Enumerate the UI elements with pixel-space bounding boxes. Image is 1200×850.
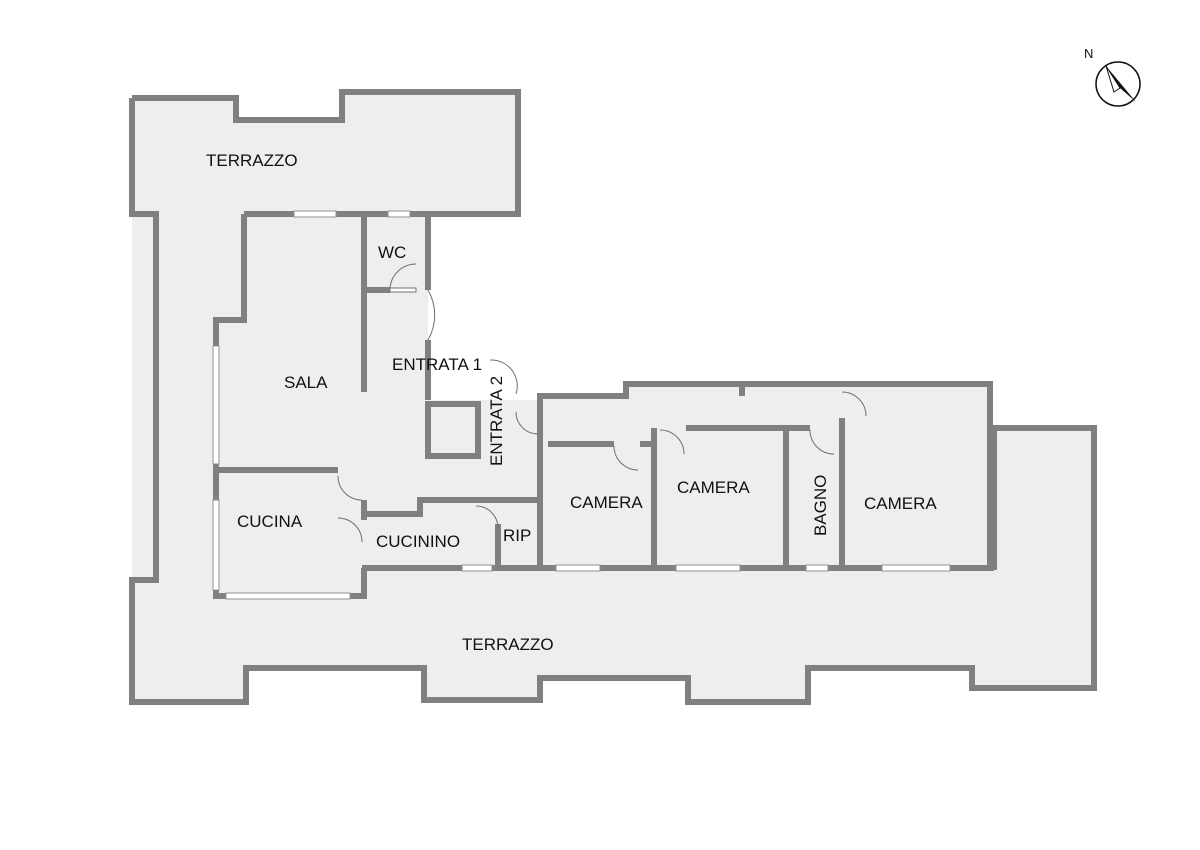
door-wc <box>389 287 417 293</box>
door-entrata-2-swing <box>489 359 518 395</box>
door-camera-3-swing <box>841 391 867 417</box>
wall-cucinino-top <box>364 497 540 517</box>
door-corridor-swing <box>515 411 539 435</box>
room-labels: TERRAZZO WC SALA ENTRATA 1 ENTRATA 2 CUC… <box>206 151 937 654</box>
door-rip-swing <box>475 505 499 529</box>
doors <box>337 263 867 543</box>
door-cucina-swing <box>337 475 363 501</box>
window-sala-top <box>293 210 337 218</box>
window-sala-west <box>212 345 220 465</box>
windows <box>212 210 951 600</box>
label-terrazzo-bottom: TERRAZZO <box>462 635 554 654</box>
label-cucinino: CUCININO <box>376 532 460 551</box>
label-camera-1: CAMERA <box>570 493 643 512</box>
label-entrata-1: ENTRATA 1 <box>392 355 482 374</box>
window-cucina-south <box>225 592 351 600</box>
label-bagno: BAGNO <box>811 475 830 536</box>
wall-outer <box>132 89 521 290</box>
floor-terrazzo-top <box>132 92 518 214</box>
window-cucinino-south <box>461 564 493 572</box>
label-camera-2: CAMERA <box>677 478 750 497</box>
door-wc-swing <box>389 263 417 291</box>
wall-east-block <box>537 381 993 570</box>
door-cucinino-swing <box>337 517 363 543</box>
door-camera-1-swing <box>613 445 639 471</box>
label-wc: WC <box>378 243 406 262</box>
window-camera3-south <box>881 564 951 572</box>
label-camera-3: CAMERA <box>864 494 937 513</box>
wall-closet <box>425 401 481 459</box>
label-entrata-2: ENTRATA 2 <box>487 376 506 466</box>
window-camera1-south <box>555 564 601 572</box>
window-camera2-south <box>675 564 741 572</box>
floor-interior-east <box>540 384 990 570</box>
window-cucina-west <box>212 499 220 591</box>
label-cucina: CUCINA <box>237 512 303 531</box>
compass-north-label: N <box>1084 46 1093 61</box>
floor-terrazzo-bottom <box>132 428 1094 702</box>
window-bagno-south <box>805 564 829 572</box>
compass: N <box>1084 46 1141 107</box>
compass-arrow-icon <box>1106 66 1136 102</box>
wall-outer-west <box>129 98 1097 705</box>
compass-arrow-shade <box>1105 65 1121 93</box>
window-wc-top <box>387 210 411 218</box>
label-terrazzo-top: TERRAZZO <box>206 151 298 170</box>
label-sala: SALA <box>284 373 328 392</box>
label-rip: RIP <box>503 526 531 545</box>
door-camera-2-swing <box>659 429 685 455</box>
door-bagno-swing <box>809 429 835 455</box>
door-entrata-1-swing <box>427 289 436 341</box>
